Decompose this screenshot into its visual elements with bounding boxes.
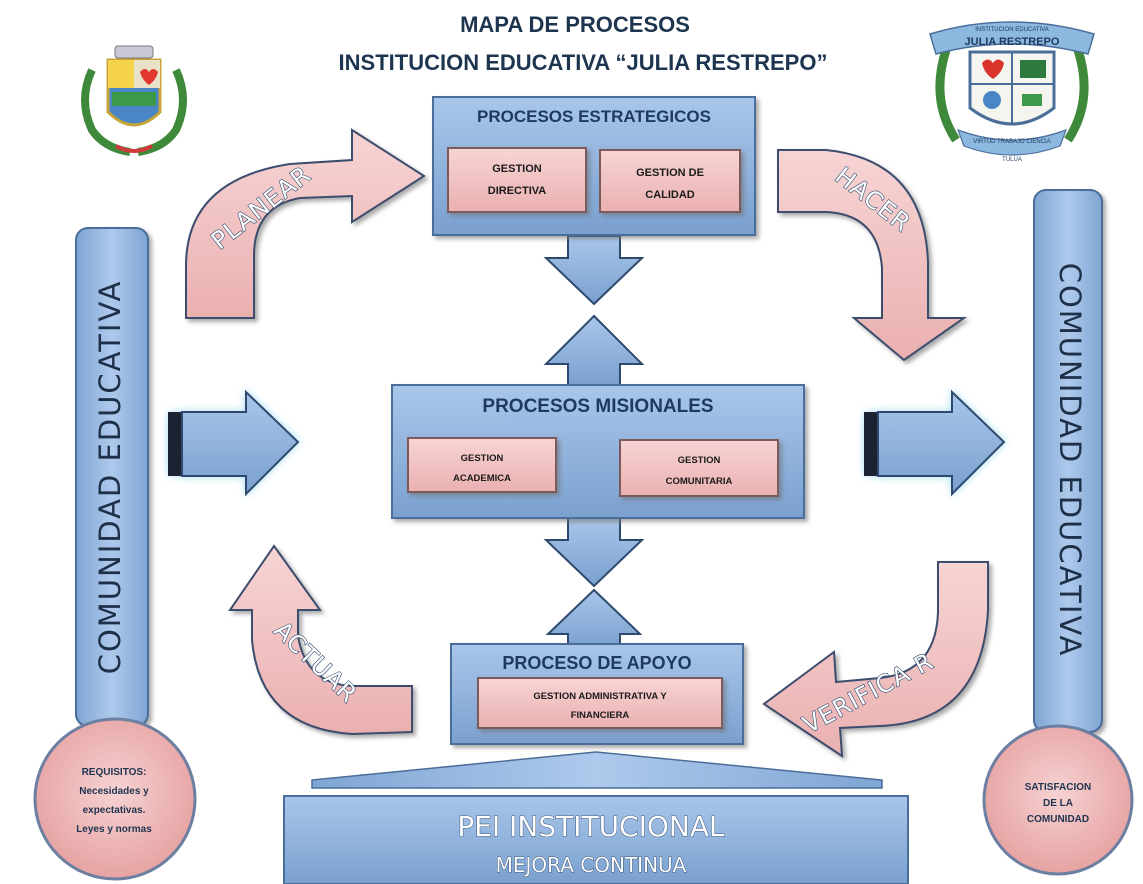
gestion-directiva-line-1: GESTION	[492, 163, 542, 175]
gestion-calidad-line-1: GESTION DE	[636, 167, 704, 179]
crest-main-text: JULIA RESTREPO	[965, 36, 1060, 48]
requirements-line-1: REQUISITOS:	[82, 767, 147, 778]
actuar-arrow: ACTUAR	[228, 544, 413, 736]
gestion-administrativa-line-2: FINANCIERA	[571, 710, 630, 721]
requirements-line-4: Leyes y normas	[76, 824, 152, 835]
gestion-academica-line-2: ACADEMICA	[453, 473, 511, 484]
output-arrow	[864, 389, 1006, 497]
gestion-directiva-box	[447, 147, 587, 213]
requirements-line-2: Necesidades y	[79, 786, 149, 797]
gestion-academica-line-1: GESTION	[461, 453, 504, 464]
crest-top-text: INSTITUCION EDUCATIVA	[975, 27, 1048, 33]
pei-foundation-box	[283, 795, 909, 884]
gestion-directiva-line-2: DIRECTIVA	[488, 185, 547, 197]
right-community-label: COMUNIDAD EDUCATIVA	[1053, 263, 1087, 658]
requirements-circle	[33, 717, 197, 881]
satisfaction-line-3: COMUNIDAD	[1027, 814, 1089, 825]
satisfaction-line-2: DE LA	[1043, 798, 1073, 809]
foundation-roof	[311, 751, 883, 789]
down-arrow-strategic	[543, 235, 645, 306]
up-arrow-support	[545, 588, 643, 649]
verificar-arrow: VERIFICA R	[762, 561, 989, 758]
satisfaction-line-1: SATISFACION	[1025, 782, 1091, 793]
gestion-administrativa-box	[477, 677, 723, 729]
requirements-line-3: expectativas.	[83, 805, 146, 816]
missional-title: PROCESOS MISIONALES	[482, 396, 713, 417]
input-arrow	[168, 389, 300, 497]
pei-subtitle: MEJORA CONTINUA	[496, 853, 687, 877]
down-arrow-missional	[543, 517, 645, 588]
gestion-administrativa-line-1: GESTION ADMINISTRATIVA Y	[533, 691, 667, 702]
gestion-calidad-line-2: CALIDAD	[645, 189, 695, 201]
gestion-comunitaria-line-1: GESTION	[678, 455, 721, 466]
planear-arrow: PLANEAR	[185, 128, 426, 319]
crest-ribbon-text: VIRTUD TRABAJO CIENCIA	[973, 139, 1050, 145]
gestion-comunitaria-line-2: COMUNITARIA	[666, 476, 733, 487]
title-line-1: MAPA DE PROCESOS	[460, 12, 690, 37]
gestion-academica-box	[407, 437, 557, 493]
pei-title: PEI INSTITUCIONAL	[457, 810, 725, 843]
school-crest-icon: INSTITUCION EDUCATIVA JULIA RESTREPO VIR…	[929, 21, 1095, 163]
hacer-arrow: HACER	[777, 149, 968, 362]
crest-bottom-text: TULUA	[1002, 157, 1022, 163]
satisfaction-circle	[982, 724, 1134, 876]
strategic-title: PROCESOS ESTRATEGICOS	[477, 107, 711, 126]
title-line-2: INSTITUCION EDUCATIVA “JULIA RESTREPO”	[339, 50, 828, 75]
municipal-coat-of-arms-icon	[81, 45, 187, 156]
left-community-label: COMUNIDAD EDUCATIVA	[93, 280, 127, 675]
gestion-comunitaria-box	[619, 439, 779, 497]
up-arrow-missional	[543, 314, 645, 387]
support-title: PROCESO DE APOYO	[502, 653, 691, 673]
gestion-calidad-box	[599, 149, 741, 213]
